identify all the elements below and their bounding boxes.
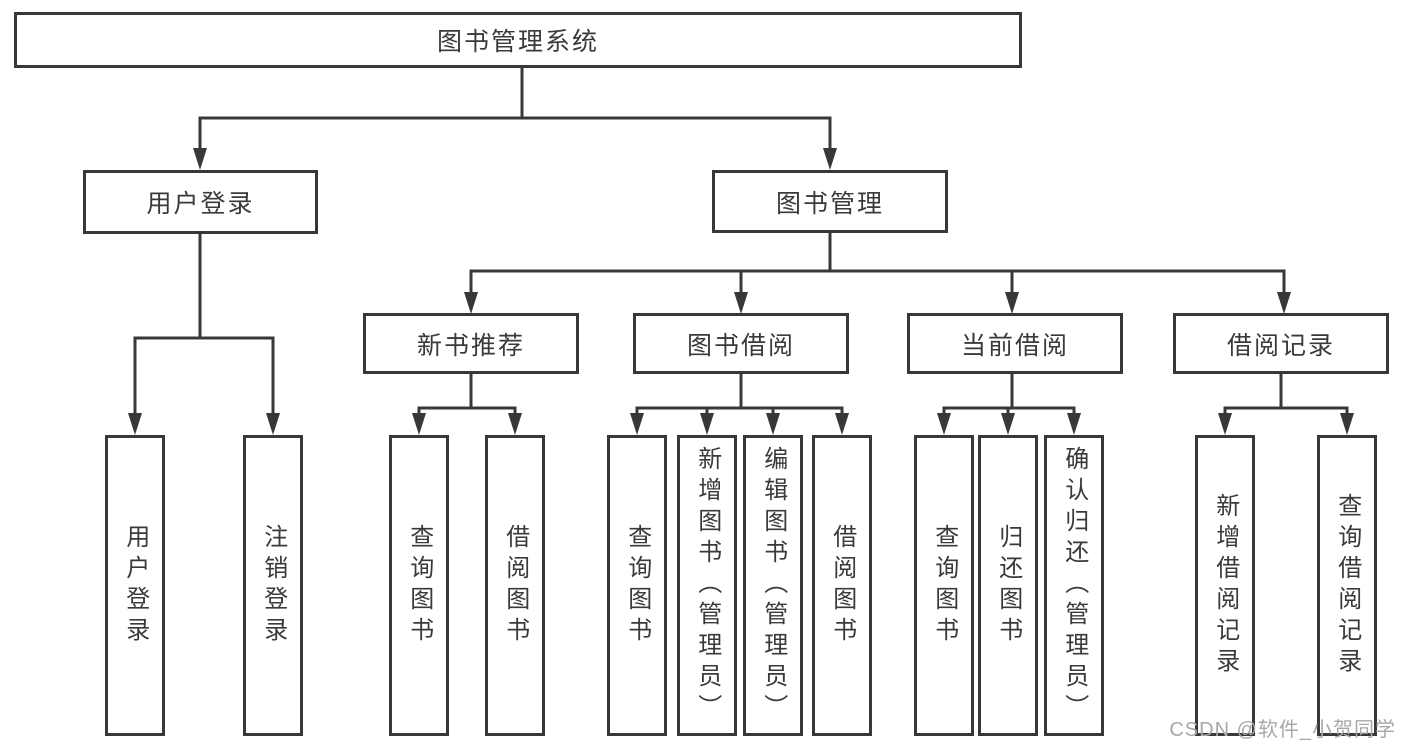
leaf-user-login: 用户登录 [105,435,165,736]
node-book-management: 图书管理 [712,170,948,233]
leaf-borrow-books-recommend-label: 借阅图书 [501,523,529,648]
leaf-query-borrow-record: 查询借阅记录 [1317,435,1377,736]
leaf-query-books-recommend-label: 查询图书 [405,523,433,648]
node-borrow-records: 借阅记录 [1173,313,1389,374]
leaf-confirm-return-admin: 确认归还（管理员） [1044,435,1104,736]
node-new-book-recommend-label: 新书推荐 [416,331,525,360]
node-book-borrow-label: 图书借阅 [686,331,795,360]
leaf-edit-book-admin-label: 编辑图书（管理员） [759,446,787,725]
node-book-borrow: 图书借阅 [633,313,849,374]
node-current-borrow-label: 当前借阅 [960,331,1069,360]
leaf-borrow-books: 借阅图书 [812,435,872,736]
leaf-add-borrow-record: 新增借阅记录 [1195,435,1255,736]
node-borrow-records-label: 借阅记录 [1226,331,1335,360]
leaf-borrow-books-label: 借阅图书 [828,523,856,648]
leaf-add-book-admin-label: 新增图书（管理员） [693,446,721,725]
node-user-login-label: 用户登录 [146,190,255,218]
arrowhead-icons [128,148,1354,435]
leaf-query-books-current: 查询图书 [914,435,974,736]
leaf-logout-label: 注销登录 [259,523,287,648]
leaf-logout: 注销登录 [243,435,303,736]
leaf-query-borrow-record-label: 查询借阅记录 [1333,492,1361,679]
leaf-user-login-label: 用户登录 [121,523,149,648]
leaf-confirm-return-admin-label: 确认归还（管理员） [1060,446,1088,725]
edge-lines [133,66,1349,415]
leaf-return-books: 归还图书 [978,435,1038,736]
node-root: 图书管理系统 [14,12,1022,68]
node-new-book-recommend: 新书推荐 [363,313,579,374]
leaf-edit-book-admin: 编辑图书（管理员） [743,435,803,736]
leaf-query-books-recommend: 查询图书 [389,435,449,736]
node-user-login: 用户登录 [83,170,318,234]
leaf-query-books-current-label: 查询图书 [930,523,958,648]
leaf-query-books-borrow: 查询图书 [607,435,667,736]
node-current-borrow: 当前借阅 [907,313,1123,374]
leaf-add-borrow-record-label: 新增借阅记录 [1211,492,1239,679]
leaf-return-books-label: 归还图书 [994,523,1022,648]
node-book-management-label: 图书管理 [775,189,884,218]
watermark-text: CSDN @软件_小贺同学 [1169,719,1396,741]
leaf-query-books-borrow-label: 查询图书 [623,523,651,648]
leaf-add-book-admin: 新增图书（管理员） [677,435,737,736]
node-root-label: 图书管理系统 [436,28,599,56]
leaf-borrow-books-recommend: 借阅图书 [485,435,545,736]
